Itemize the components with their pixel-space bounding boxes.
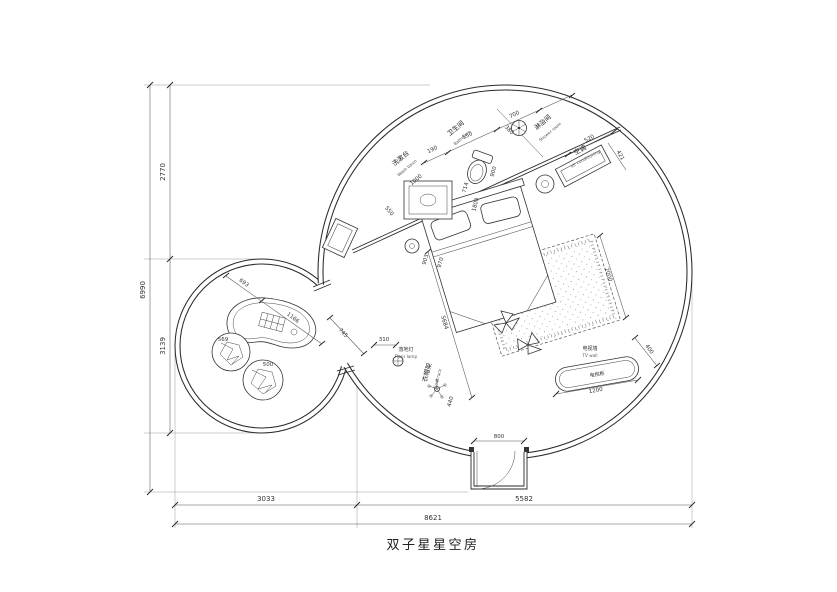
tv-wall-label-cn: 电视墙 xyxy=(582,345,597,352)
washbasin-counter xyxy=(403,180,453,220)
bedside-table xyxy=(404,238,420,254)
dim-2000: 2000 xyxy=(603,267,613,283)
dim-900: 900 xyxy=(490,165,499,177)
dim-380: 380 xyxy=(503,124,515,136)
entry-door xyxy=(476,450,516,490)
dim-400: 400 xyxy=(643,343,654,355)
dim-1200: 1200 xyxy=(588,387,603,395)
tv-cabinet: 电视柜 xyxy=(555,356,639,392)
dim-rug-2000 xyxy=(596,232,630,321)
dim-1800: 1800 xyxy=(471,197,481,213)
dim-tv-1200 xyxy=(552,376,642,398)
dim-passage-745 xyxy=(326,314,368,357)
tv-cabinet-label: 电视柜 xyxy=(589,370,605,380)
dim-left-top-label: 2770 xyxy=(159,163,167,181)
dim-left-bottom-label: 3139 xyxy=(159,337,167,355)
door-opening xyxy=(471,443,527,461)
dim-903: 903 xyxy=(422,253,431,265)
dim-left-total: 6990 xyxy=(139,81,154,496)
ac-unit xyxy=(554,144,612,188)
dim-569: 569 xyxy=(218,337,229,343)
dim-left-total-label: 6990 xyxy=(139,281,147,299)
bath-stool xyxy=(535,174,555,194)
dim-5684: 5684 xyxy=(439,315,449,331)
dim-190: 190 xyxy=(427,145,440,155)
dim-bottom-total-label: 8621 xyxy=(424,514,442,522)
dim-745: 745 xyxy=(337,327,349,339)
floor-lamp-label-cn: 落地灯 xyxy=(398,346,413,353)
dim-door-label: 800 xyxy=(494,434,505,440)
dim-ac xyxy=(564,128,627,171)
dim-bottom-left-label: 3033 xyxy=(257,495,275,503)
shower-head xyxy=(511,120,527,136)
passage-opening xyxy=(315,282,349,368)
coat-rack-label-en: Coat rack xyxy=(433,368,443,389)
dim-bottom-right-label: 5582 xyxy=(515,495,533,503)
kidney-table xyxy=(226,297,317,349)
dim-550-chain: 550 xyxy=(462,131,475,141)
tv-wall-label-en: TV wall xyxy=(581,353,597,358)
small-room-wall xyxy=(174,258,350,434)
dim-500: 500 xyxy=(263,362,274,368)
dim-700: 700 xyxy=(509,110,522,120)
dim-440: 440 xyxy=(447,395,456,407)
dim-520: 520 xyxy=(583,134,596,144)
dim-310: 310 xyxy=(379,337,390,343)
floor-lamp xyxy=(392,355,404,367)
rug-cushion-1 xyxy=(493,310,520,334)
dim-tv-400 xyxy=(631,334,661,369)
pouf-bottom xyxy=(242,359,284,401)
rug-cushion-2 xyxy=(517,331,543,355)
dim-door: 800 xyxy=(470,434,528,445)
dim-550-vanity: 550 xyxy=(383,205,395,217)
dim-chain-top xyxy=(420,92,576,166)
passage-walls xyxy=(312,279,356,376)
dim-lamp-310 xyxy=(370,341,400,349)
pouf-left xyxy=(211,332,251,372)
dim-421: 421 xyxy=(615,149,625,161)
dim-table-diag xyxy=(222,272,326,347)
toilet xyxy=(467,149,494,184)
coat-rack xyxy=(427,378,447,399)
dim-left-segments: 2770 3139 xyxy=(159,81,174,437)
dim-bottom-total: 8621 xyxy=(171,514,696,528)
dim-970: 970 xyxy=(437,256,446,268)
wall-niche xyxy=(321,217,359,259)
dim-693: 693 xyxy=(238,278,250,289)
vestibule xyxy=(469,447,529,490)
dim-bottom-segments: 3033 5582 xyxy=(171,495,696,509)
floor-lamp-label-en: Floor lamp xyxy=(395,354,418,359)
page-title: 双子星星空房 xyxy=(386,537,479,553)
dim-diag-5684 xyxy=(424,248,476,401)
dim-714: 714 xyxy=(462,181,471,193)
extension-lines xyxy=(144,84,693,528)
